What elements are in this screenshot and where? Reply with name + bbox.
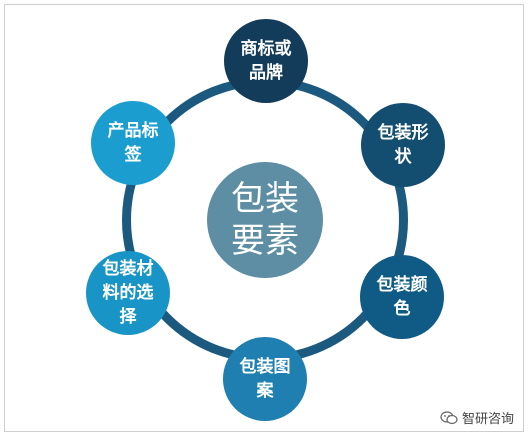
node-pattern: 包装图案 bbox=[223, 337, 307, 421]
node-material-label: 包装材料的选择 bbox=[102, 259, 154, 327]
watermark: 智研咨询 bbox=[440, 408, 514, 427]
node-color: 包装颜色 bbox=[360, 255, 444, 339]
center-circle: 包装 要素 bbox=[207, 162, 323, 278]
node-shape-label: 包装形状 bbox=[377, 123, 429, 167]
node-label-label: 产品标签 bbox=[107, 121, 159, 165]
node-pattern-label: 包装图案 bbox=[239, 357, 291, 401]
image-frame bbox=[4, 4, 524, 432]
node-material: 包装材料的选择 bbox=[86, 251, 170, 335]
center-label-line1: 包装 bbox=[231, 179, 299, 219]
center-label-line2: 要素 bbox=[231, 221, 299, 261]
watermark-text: 智研咨询 bbox=[461, 412, 514, 427]
node-color-label: 包装颜色 bbox=[376, 275, 428, 319]
wechat-icon bbox=[440, 410, 458, 424]
node-brand: 商标或品牌 bbox=[224, 19, 308, 103]
node-label: 产品标签 bbox=[91, 101, 175, 185]
node-shape: 包装形状 bbox=[361, 103, 445, 187]
node-brand-label: 商标或品牌 bbox=[240, 39, 292, 83]
